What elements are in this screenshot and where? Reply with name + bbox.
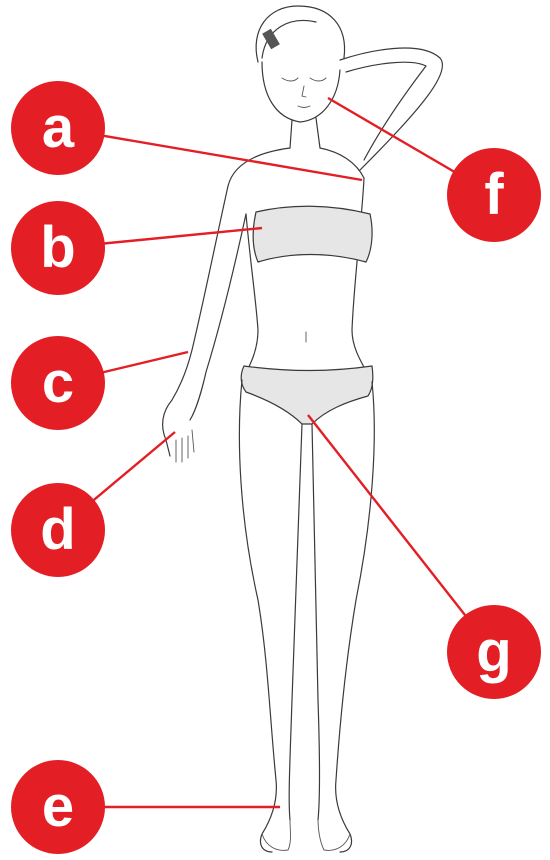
marker-e[interactable]: e (11, 760, 105, 854)
marker-d[interactable]: d (11, 483, 105, 577)
markers: ab c d e f g (11, 81, 541, 854)
female-figure-illustration (163, 6, 443, 852)
marker-label-f: f (484, 162, 504, 227)
marker-c[interactable]: c (11, 336, 105, 430)
marker-label-c: c (42, 350, 74, 415)
marker-label-a: a (42, 95, 75, 160)
marker-f[interactable]: f (447, 148, 541, 242)
marker-g[interactable]: g (447, 605, 541, 699)
bandeau-top (253, 206, 372, 262)
marker-label-g: g (476, 619, 511, 684)
marker-a[interactable]: a (11, 81, 105, 175)
marker-label-b: b (40, 215, 75, 280)
marker-label-d: d (40, 497, 75, 562)
marker-label-e: e (42, 774, 74, 839)
briefs (241, 366, 373, 424)
marker-b[interactable]: b (11, 201, 105, 295)
leader-lines (58, 98, 494, 807)
